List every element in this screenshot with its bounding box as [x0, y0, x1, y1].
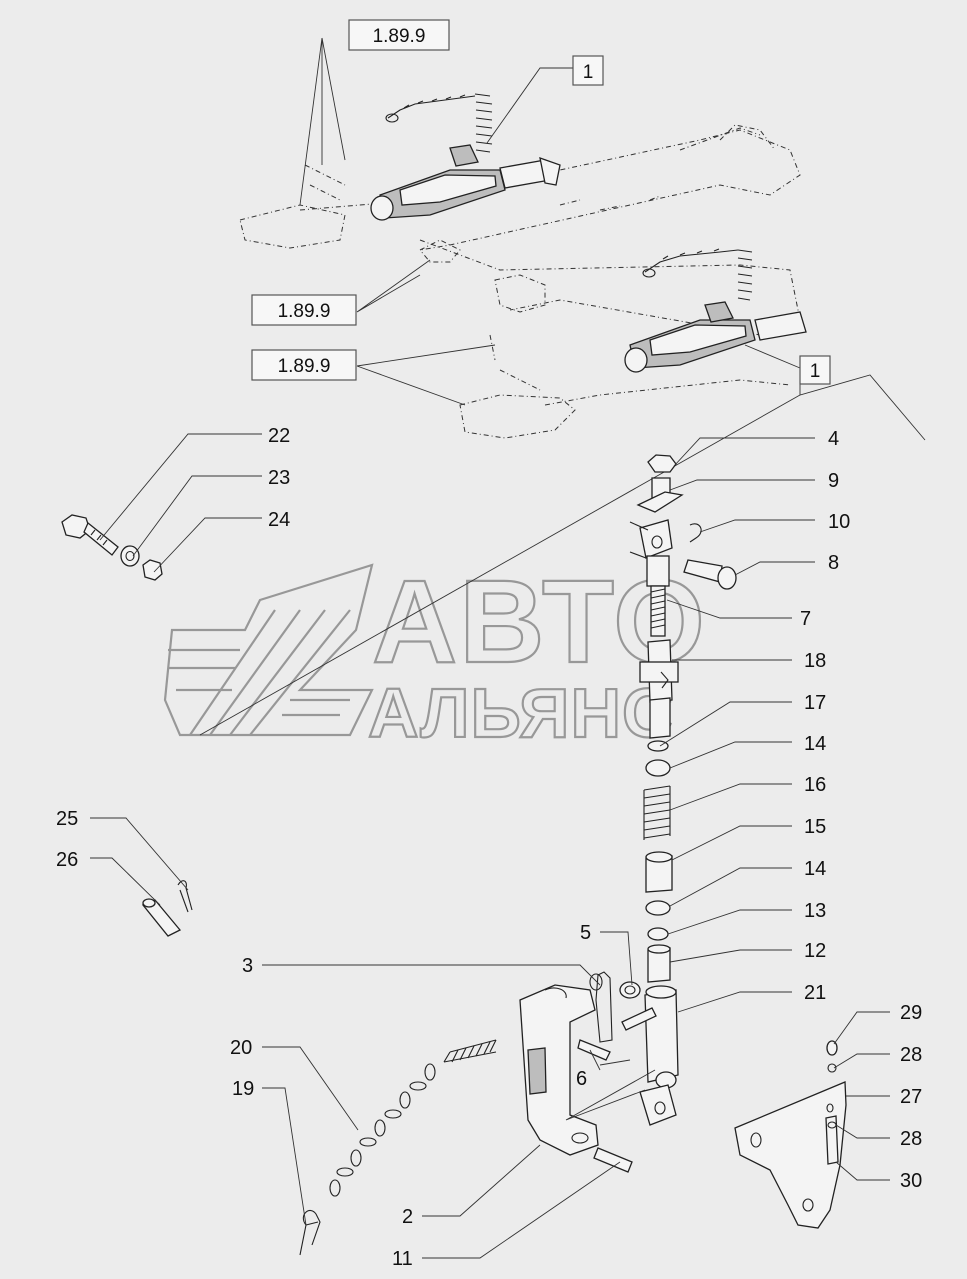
hook-part-19 [299, 1209, 321, 1256]
callout-18: 18 [804, 650, 826, 672]
upper-link-assembly-bottom [419, 239, 807, 439]
ring-part-5 [619, 981, 641, 999]
tube-part-17 [649, 697, 671, 739]
callout-13: 13 [804, 900, 826, 922]
central-parts-stack [629, 454, 737, 1126]
bracket-part-2 [519, 984, 599, 1156]
ref-box-1899-top: 1.89.9 [348, 19, 450, 51]
svg-text:1: 1 [810, 361, 821, 382]
bracket-part-27 [734, 1081, 847, 1229]
pin-part-11 [593, 1147, 633, 1173]
washer-part-28a [827, 1063, 837, 1073]
callout-numbers: 22 23 24 4 9 10 8 7 18 17 14 16 15 14 13… [56, 425, 922, 1270]
ring-part-14a [647, 740, 669, 752]
spring-small [443, 1039, 497, 1063]
callout-leaders [90, 433, 890, 1259]
threaded-rod-part-7 [650, 585, 666, 637]
svg-text:1: 1 [583, 62, 594, 83]
callout-28-lower: 28 [900, 1128, 922, 1150]
callout-28-upper: 28 [900, 1044, 922, 1066]
clip-part-3 [595, 971, 613, 1043]
spring-part-16 [643, 785, 671, 840]
bolt-part-30 [825, 1115, 839, 1165]
callout-11: 11 [392, 1248, 413, 1270]
ref-box-1899-middle: 1.89.9 [251, 294, 357, 326]
callout-5: 5 [580, 922, 591, 944]
callout-29: 29 [900, 1002, 922, 1024]
ref-box-1-top: 1 [572, 55, 604, 86]
callout-21: 21 [804, 982, 826, 1004]
ref-box-1899-lower: 1.89.9 [251, 349, 357, 381]
cotter-pin-part-25 [177, 880, 193, 913]
callout-23: 23 [268, 467, 290, 489]
svg-text:1.89.9: 1.89.9 [373, 26, 426, 47]
bolt-part-22 [61, 514, 119, 556]
callout-9: 9 [828, 470, 839, 492]
callout-12: 12 [804, 940, 826, 962]
callout-19: 19 [232, 1078, 254, 1100]
callout-3: 3 [242, 955, 253, 977]
callout-16: 16 [804, 774, 826, 796]
callout-8: 8 [828, 552, 839, 574]
callout-26: 26 [56, 849, 78, 871]
washer-part-23 [120, 545, 140, 567]
watermark-text-line2: АЛЬЯНС [368, 674, 674, 752]
snap-ring-part-13 [647, 927, 669, 941]
callout-25: 25 [56, 808, 78, 830]
clip-part-10 [689, 523, 702, 543]
callout-17: 17 [804, 692, 826, 714]
callout-4: 4 [828, 428, 839, 450]
pin-part-26 [141, 898, 182, 937]
callout-27: 27 [900, 1086, 922, 1108]
callout-15: 15 [804, 816, 826, 838]
callout-7: 7 [800, 608, 811, 630]
upper-link-assembly-top [239, 93, 801, 263]
ref-box-1-lower: 1 [799, 355, 831, 385]
callout-14-lower: 14 [804, 858, 826, 880]
callout-2: 2 [402, 1206, 413, 1228]
watermark-logo: АВТО АЛЬЯНС [163, 555, 706, 753]
svg-text:1.89.9: 1.89.9 [278, 301, 331, 322]
callout-24: 24 [268, 509, 290, 531]
callout-30: 30 [900, 1170, 922, 1192]
ring-part-14b [645, 900, 671, 916]
callout-22: 22 [268, 425, 290, 447]
pin-part-6b [621, 1007, 657, 1031]
svg-text:1.89.9: 1.89.9 [278, 356, 331, 377]
nut-part-29 [826, 1040, 838, 1056]
chain-part-20 [329, 1063, 436, 1197]
callout-10: 10 [828, 511, 850, 533]
cylinder-part-21 [644, 989, 679, 1083]
nut-part-24 [142, 559, 163, 581]
nut-part-4 [647, 454, 677, 473]
callout-14-upper: 14 [804, 733, 826, 755]
pin-part-6a [577, 1039, 611, 1061]
callout-6: 6 [576, 1068, 587, 1090]
callout-20: 20 [230, 1037, 252, 1059]
